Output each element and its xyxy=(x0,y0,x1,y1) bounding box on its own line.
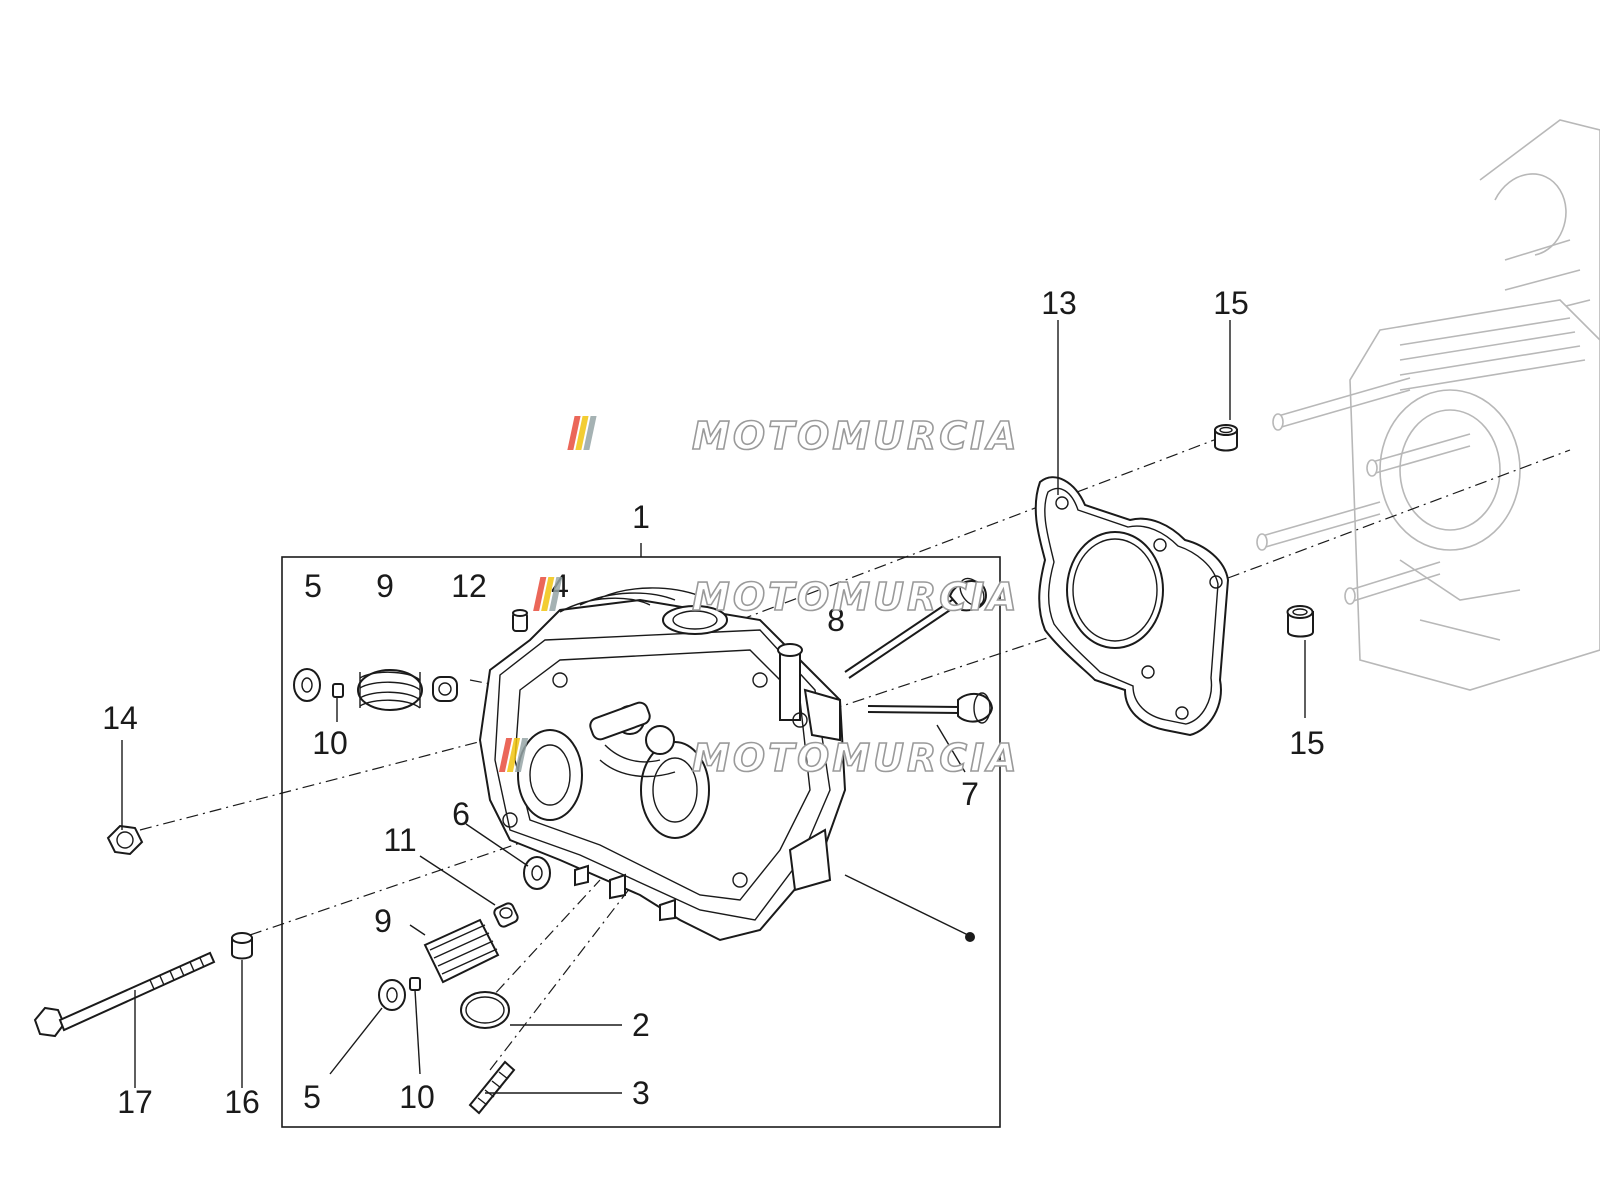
spring-seat-washer xyxy=(523,856,551,890)
callout-5-top: 5 xyxy=(304,568,322,604)
valve-stem-seal xyxy=(493,902,519,928)
spring-retainer-top xyxy=(293,668,321,702)
callout-15-bottom: 15 xyxy=(1289,725,1325,761)
watermark-1: MOTOMURCIA xyxy=(567,413,1020,459)
spring-retainer-bottom xyxy=(378,979,406,1011)
flange-nut xyxy=(106,824,144,856)
callout-8: 8 xyxy=(827,602,845,638)
watermark-2: MOTOMURCIA xyxy=(533,574,1020,620)
watermark-stripe xyxy=(514,738,529,772)
callout-labels: 1 2 3 4 5 5 6 7 8 9 9 10 10 11 12 13 14 … xyxy=(102,285,1325,1120)
callout-15-top: 15 xyxy=(1213,285,1249,321)
callout-16: 16 xyxy=(224,1084,260,1120)
bushing-16 xyxy=(231,932,253,960)
leader-lines xyxy=(121,320,1306,1094)
watermark-stripe xyxy=(567,416,581,450)
long-bolt xyxy=(33,951,216,1038)
callout-1: 1 xyxy=(632,499,650,535)
watermark-stripe xyxy=(498,738,513,772)
callout-9-top: 9 xyxy=(376,568,394,604)
valve-keeper-top xyxy=(332,683,344,698)
watermark-stripe xyxy=(583,416,597,450)
callout-17: 17 xyxy=(117,1084,153,1120)
cylinder-head xyxy=(478,587,847,942)
callout-5-bottom: 5 xyxy=(303,1079,321,1115)
cylinder-studs-ghost xyxy=(1256,377,1471,605)
callout-10-bottom: 10 xyxy=(399,1079,435,1115)
watermark-stripe xyxy=(506,738,521,772)
callout-11: 11 xyxy=(383,822,416,858)
callout-13: 13 xyxy=(1041,285,1077,321)
valve-spring-bottom xyxy=(423,918,500,984)
watermark-text: MOTOMURCIA xyxy=(692,736,1020,780)
dowel-bushing-top xyxy=(1214,424,1238,452)
callout-14: 14 xyxy=(102,700,138,736)
dowel-bushing-bottom xyxy=(1286,605,1314,638)
reference-dot xyxy=(965,932,975,942)
callout-12: 12 xyxy=(451,568,487,604)
intake-valve xyxy=(844,577,987,679)
stud-bolt xyxy=(468,1060,516,1115)
valve-seal-top xyxy=(432,676,458,702)
exhaust-valve xyxy=(867,692,994,724)
callout-9-bottom: 9 xyxy=(374,903,392,939)
callout-2: 2 xyxy=(632,1007,650,1043)
watermark-3: MOTOMURCIA xyxy=(498,735,1020,781)
callout-7: 7 xyxy=(961,776,979,812)
watermark-text: MOTOMURCIA xyxy=(692,575,1020,619)
callout-6: 6 xyxy=(452,796,470,832)
watermark-stripe xyxy=(533,577,547,611)
dowel-pin xyxy=(512,609,528,632)
head-gasket xyxy=(1034,476,1230,737)
watermark-stripe xyxy=(541,577,555,611)
o-ring xyxy=(460,991,510,1029)
callout-10-top: 10 xyxy=(312,725,348,761)
valve-spring-top xyxy=(357,669,423,711)
engine-block-ghost xyxy=(1256,119,1600,691)
watermark-stripe xyxy=(575,416,589,450)
valve-keeper-bottom xyxy=(409,977,421,991)
watermark-text: MOTOMURCIA xyxy=(692,414,1020,458)
callout-3: 3 xyxy=(632,1075,650,1111)
watermark-stripe xyxy=(549,577,563,611)
